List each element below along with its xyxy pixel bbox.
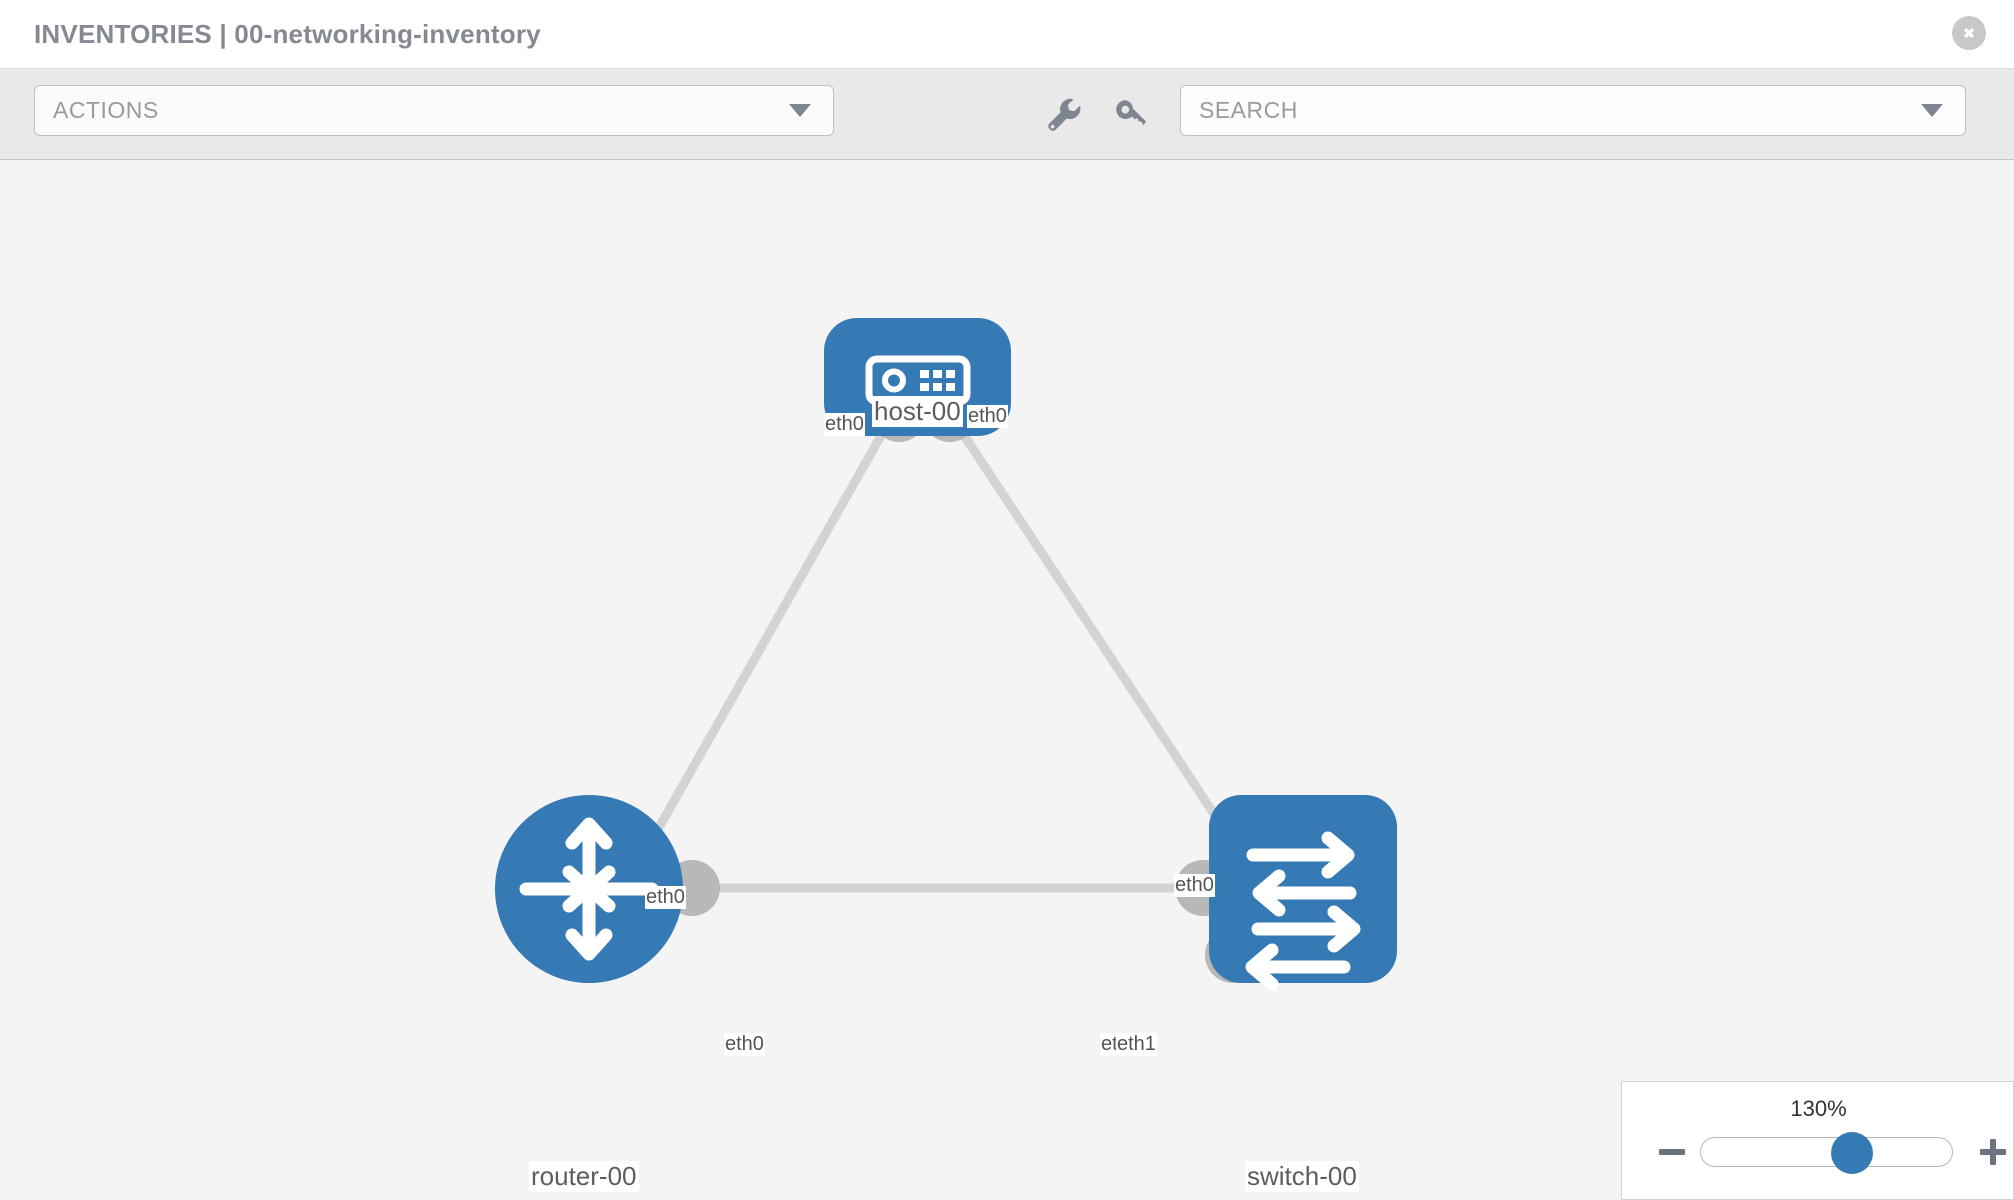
search-input[interactable]: SEARCH bbox=[1180, 85, 1966, 136]
topology-ports bbox=[664, 386, 1261, 983]
edge-label-switch00-left-b: eth1 bbox=[1116, 1033, 1157, 1056]
link-host00-switch00[interactable] bbox=[944, 408, 1249, 864]
zoom-out-button[interactable] bbox=[1650, 1130, 1694, 1174]
zoom-slider-thumb[interactable] bbox=[1830, 1132, 1873, 1174]
zoom-level-value: 130% bbox=[1790, 1096, 1847, 1121]
header-bar: INVENTORIES | 00-networking-inventory bbox=[0, 0, 2014, 69]
edge-label-router00-up: eth0 bbox=[645, 886, 686, 909]
topology-graph bbox=[495, 318, 1397, 991]
node-switch-00[interactable] bbox=[1209, 795, 1397, 991]
edge-label-switch00-up: eth0 bbox=[1174, 874, 1215, 897]
node-label-router-00: router-00 bbox=[529, 1161, 639, 1192]
chevron-down-icon bbox=[789, 104, 811, 117]
edge-label-host00-right: eth0 bbox=[967, 405, 1008, 428]
page-title: INVENTORIES | 00-networking-inventory bbox=[34, 19, 541, 49]
zoom-controls-row bbox=[1622, 1130, 2014, 1174]
chevron-down-icon bbox=[1921, 104, 1943, 117]
node-host-00[interactable] bbox=[824, 318, 1011, 436]
actions-dropdown[interactable]: ACTIONS bbox=[34, 85, 834, 136]
zoom-in-button[interactable] bbox=[1971, 1130, 2014, 1174]
zoom-slider[interactable] bbox=[1700, 1132, 1953, 1174]
node-label-host-00: host-00 bbox=[872, 396, 963, 427]
topology-links bbox=[636, 408, 1249, 893]
close-icon[interactable] bbox=[1952, 16, 1986, 50]
node-router-00[interactable] bbox=[495, 795, 683, 983]
search-placeholder: SEARCH bbox=[1199, 97, 1298, 123]
key-icon[interactable] bbox=[1111, 95, 1151, 133]
edge-label-router00-right: eth0 bbox=[724, 1033, 765, 1056]
zoom-panel: 130% bbox=[1621, 1081, 2014, 1200]
wrench-icon[interactable] bbox=[1043, 95, 1083, 133]
edge-label-host00-left: eth0 bbox=[824, 413, 865, 436]
actions-dropdown-label: ACTIONS bbox=[53, 97, 159, 123]
link-host00-router00[interactable] bbox=[636, 408, 899, 864]
topology-canvas[interactable]: host-00 router-00 switch-00 eth0 eth0 et… bbox=[0, 161, 2014, 1200]
node-label-switch-00: switch-00 bbox=[1245, 1161, 1359, 1192]
